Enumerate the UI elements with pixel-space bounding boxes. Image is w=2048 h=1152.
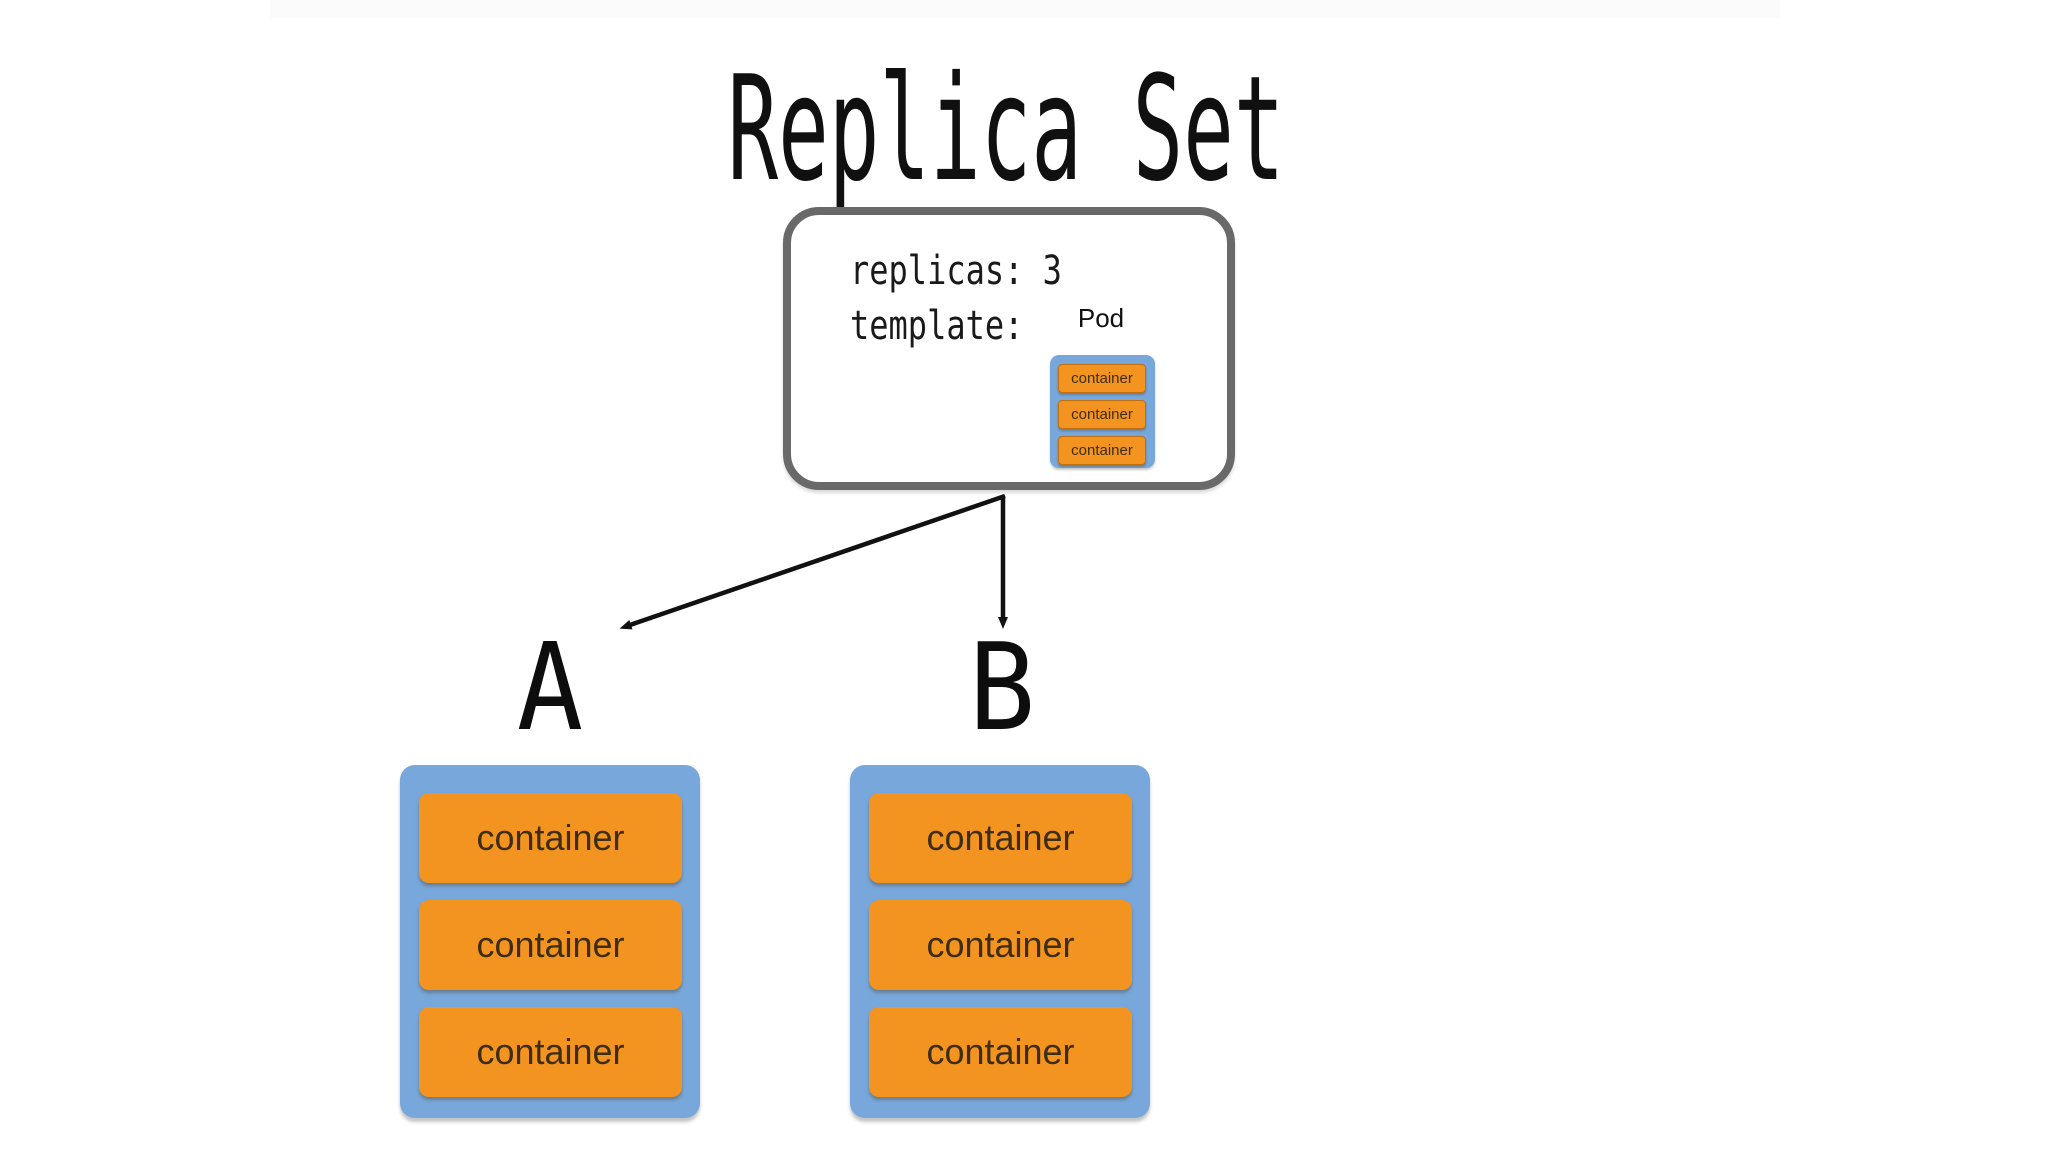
pod-template-box: container container container bbox=[1050, 355, 1155, 468]
template-container: container bbox=[1058, 436, 1146, 465]
diagram-title: Replica Set bbox=[727, 45, 1285, 214]
pod-a-label: A bbox=[516, 619, 584, 758]
pod-b-container: container bbox=[869, 1007, 1132, 1097]
top-edge-strip bbox=[270, 0, 1780, 18]
template-container: container bbox=[1058, 400, 1146, 429]
arrow-to-pod-a bbox=[619, 493, 1006, 630]
template-spec-line: template: bbox=[850, 303, 1024, 349]
template-container: container bbox=[1058, 364, 1146, 393]
pod-b-container: container bbox=[869, 900, 1132, 990]
pod-a-box: container container container bbox=[400, 765, 700, 1118]
replicas-spec-line: replicas: 3 bbox=[850, 248, 1062, 294]
pod-b-container: container bbox=[869, 793, 1132, 883]
pod-template-label: Pod bbox=[1077, 303, 1125, 333]
pod-b-label: B bbox=[968, 619, 1036, 758]
pod-a-container: container bbox=[419, 793, 682, 883]
pod-a-container: container bbox=[419, 1007, 682, 1097]
pod-a-container: container bbox=[419, 900, 682, 990]
pod-b-box: container container container bbox=[850, 765, 1150, 1118]
replicaset-spec-box: replicas: 3 template: Pod container cont… bbox=[783, 207, 1235, 490]
